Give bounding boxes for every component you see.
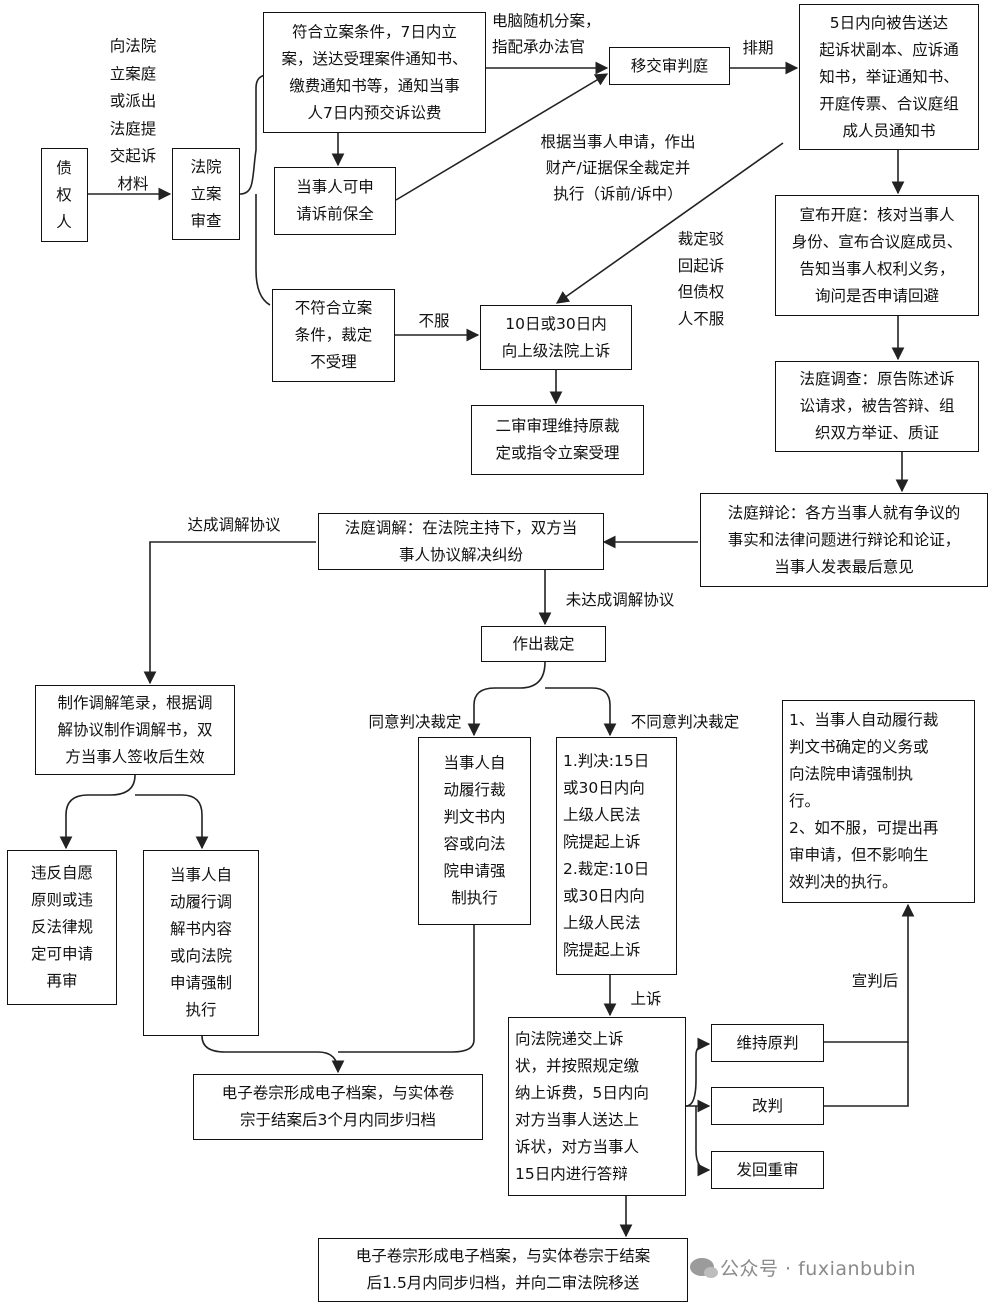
remand-retrial-box: 发回重审 bbox=[711, 1151, 824, 1189]
court-mediation-box: 法庭调解：在法院主持下，双方当 事人协议解决纠纷 bbox=[318, 513, 604, 570]
after-verdict-note-box: 1、当事人自动履行裁 判文书确定的义务或 向法院申请强制执 行。 2、如不服，可… bbox=[782, 700, 975, 903]
retrial-option-box: 违反自愿 原则或违 反法律规 定可申请 再审 bbox=[7, 850, 117, 1005]
court-review-box: 法院 立案 审查 bbox=[172, 148, 240, 240]
watermark-text: 公众号 · fuxianbubin bbox=[720, 1257, 917, 1280]
serve-documents-box: 5日内向被告送达 起诉状副本、应诉通 知书，举证通知书、 开庭传票、合议庭组 成… bbox=[799, 4, 979, 150]
amend-judgment-box: 改判 bbox=[711, 1087, 824, 1125]
archive-3-months-box: 电子卷宗形成电子档案，与实体卷 宗于结案后3个月内同步归档 bbox=[193, 1074, 483, 1140]
label-not-accept: 不服 bbox=[418, 312, 450, 330]
file-appeal-box: 向法院递交上诉 状，并按照规定缴 纳上诉费，5日内向 对方当事人送达上 诉状，对… bbox=[508, 1017, 686, 1196]
label-submit-materials: 向法院 立案庭 或派出 法庭提 交起诉 材料 bbox=[109, 37, 157, 193]
ruling-box: 作出裁定 bbox=[481, 626, 606, 662]
open-court-box: 宣布开庭：核对当事人 身份、宣布合议庭成员、 告知当事人权利义务， 询问是否申请… bbox=[775, 195, 979, 316]
archive-1-5-months-box: 电子卷宗形成电子档案，与实体卷宗于结案 后1.5月内同步归档，并向二审法院移送 bbox=[318, 1238, 688, 1302]
mediation-record-box: 制作调解笔录，根据调 解协议制作调解书，双 方当事人签收后生效 bbox=[35, 685, 235, 775]
label-dismiss-appeal: 裁定驳 回起诉 但债权 人不服 bbox=[677, 230, 725, 328]
appeal-upper-court-box: 10日或30日内 向上级法院上诉 bbox=[480, 305, 632, 370]
reject-case-box: 不符合立案 条件，裁定 不受理 bbox=[272, 289, 395, 382]
perform-judgment-box: 当事人自 动履行裁 判文书内 容或向法 院申请强 制执行 bbox=[418, 737, 531, 925]
accept-case-box: 符合立案条件，7日内立 案，送达受理案件通知书、 缴费通知书等，通知当事 人7日… bbox=[263, 12, 486, 133]
second-instance-box: 二审审理维持原裁 定或指令立案受理 bbox=[471, 405, 644, 475]
uphold-judgment-box: 维持原判 bbox=[711, 1024, 824, 1062]
label-random-assign: 电脑随机分案， 指配承办法官 bbox=[492, 12, 601, 56]
label-after-verdict: 宣判后 bbox=[851, 972, 899, 990]
label-schedule: 排期 bbox=[742, 39, 774, 57]
court-investigation-box: 法庭调查：原告陈述诉 讼请求，被告答辩、组 织双方举证、质证 bbox=[775, 361, 979, 452]
label-disagree-ruling: 不同意判决裁定 bbox=[630, 713, 740, 731]
appeal-terms-box: 1.判决:15日 或30日内向 上级人民法 院提起上诉 2.裁定:10日 或30… bbox=[556, 737, 677, 975]
court-debate-box: 法庭辩论：各方当事人就有争议的 事实和法律问题进行辩论和论证， 当事人发表最后意… bbox=[700, 493, 988, 587]
label-appeal: 上诉 bbox=[630, 990, 662, 1008]
perform-mediation-box: 当事人自 动履行调 解书内容 或向法院 申请强制 执行 bbox=[143, 850, 259, 1036]
transfer-tribunal-box: 移交审判庭 bbox=[609, 47, 730, 85]
label-preservation-ruling: 根据当事人申请，作出 财产/证据保全裁定并 执行（诉前/诉中） bbox=[540, 133, 696, 203]
label-mediation-reached: 达成调解协议 bbox=[187, 516, 281, 534]
label-agree-ruling: 同意判决裁定 bbox=[368, 713, 462, 731]
pre-preservation-box: 当事人可申 请诉前保全 bbox=[274, 167, 396, 235]
label-mediation-failed: 未达成调解协议 bbox=[565, 591, 675, 609]
creditor-box: 债 权 人 bbox=[41, 148, 88, 242]
watermark: 公众号 · fuxianbubin bbox=[690, 1252, 980, 1282]
wechat-icon bbox=[690, 1258, 718, 1278]
